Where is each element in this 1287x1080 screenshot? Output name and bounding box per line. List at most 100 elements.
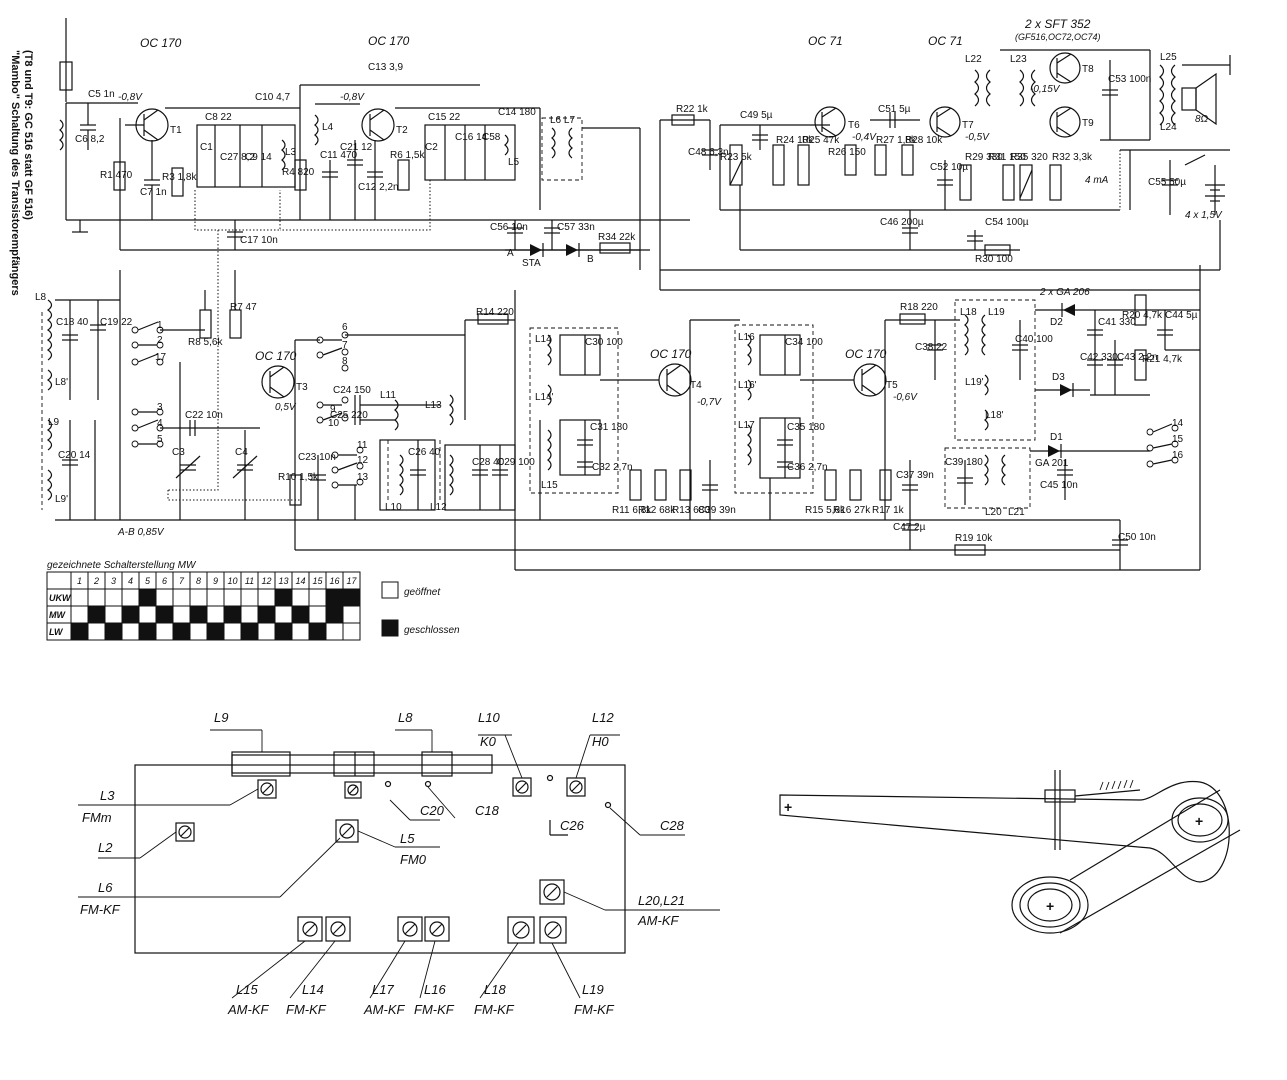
switch-cell-open (291, 622, 310, 641)
switch-col-header: 1 (77, 576, 82, 586)
switch-cell-closed (104, 622, 123, 641)
c15-label: C15 22 (428, 112, 461, 123)
legend-closed-swatch (381, 619, 399, 637)
dial-mark-1: + (784, 799, 792, 815)
switch-cell-closed (308, 622, 327, 641)
switch-cell-open (206, 605, 225, 624)
r27-label: R27 1,8k (876, 135, 917, 146)
label-l10-sub: K0 (480, 734, 497, 749)
c43-label: C43 2,2n (1117, 352, 1158, 363)
r14-label: R14 220 (476, 307, 514, 318)
c3-label: C3 (172, 447, 185, 458)
switch-cell-open (121, 622, 140, 641)
label-l20-l21: L20,L21 (638, 893, 685, 908)
diodes-label: 2 x GA 206 (1039, 287, 1090, 298)
trimmer-l17 (397, 916, 423, 942)
transistor-t4 (658, 363, 692, 397)
label-l16-sub: FM-KF (414, 1002, 455, 1017)
switch-col-header: 8 (196, 576, 201, 586)
diode-d2-label: D2 (1050, 317, 1063, 328)
transistor-t9 (1049, 106, 1081, 138)
l8p-label: L8' (55, 377, 68, 388)
r24-label: R24 10k (776, 135, 814, 146)
c27-label: C27 8,2 (220, 152, 255, 163)
switch-num-10: 10 (328, 418, 340, 429)
l10-label: L10 (385, 502, 402, 513)
switch-group-1 (131, 321, 164, 366)
trimmer-l19 (539, 916, 567, 944)
label-l15: L15 (236, 982, 258, 997)
r23-label: R23 5k (720, 152, 753, 163)
l23-label: L23 (1010, 54, 1027, 65)
r25-label: R25 47k (802, 135, 840, 146)
voltage-9: A-B 0,85V (117, 527, 165, 538)
switch-cell-open (257, 588, 276, 607)
dial-mark-2: + (1195, 813, 1203, 829)
c12-label: C12 2,2n (358, 182, 399, 193)
t6-label: T6 (848, 120, 860, 131)
label-l17: L17 (372, 982, 394, 997)
r17-label: R17 1k (872, 505, 905, 516)
switch-num-16: 16 (1172, 450, 1184, 461)
c26-label: C26 40 (408, 447, 441, 458)
switch-row-label: UKW (49, 593, 72, 603)
switch-cell-open (104, 605, 123, 624)
label-c26: C26 (560, 818, 585, 833)
voltage-5: -0,15V (1030, 84, 1061, 95)
switch-col-header: 2 (93, 576, 99, 586)
switch-cell-closed (223, 605, 242, 624)
c5-label: C5 1n (88, 89, 115, 100)
r22-label: R22 1k (676, 104, 709, 115)
r10-label: R10 1,5k (278, 472, 319, 483)
t3-type-label: OC 170 (255, 349, 297, 363)
voltage-4: -0,5V (965, 132, 990, 143)
voltage-6: 0,5V (275, 402, 297, 413)
transistor-t6 (814, 106, 846, 138)
label-l12: L12 (592, 710, 614, 725)
c13-label: C13 3,9 (368, 62, 403, 73)
switch-col-header: 15 (312, 576, 323, 586)
c55-label: C55 50µ (1148, 177, 1186, 188)
voltage-3: -0,4V (852, 132, 877, 143)
drum-large (1171, 797, 1229, 843)
switch-num-3: 3 (157, 402, 163, 413)
trimmer-l2 (175, 822, 195, 842)
switch-num-17: 17 (155, 352, 167, 363)
switch-table-corner (46, 571, 72, 590)
c14-label: C14 180 (498, 107, 536, 118)
switch-cell-open (223, 622, 242, 641)
r30-label: R30 100 (975, 254, 1013, 265)
c2-label: C2 (425, 142, 438, 153)
c32-label: C32 2,7n (592, 462, 633, 473)
c17-label: C17 10n (240, 235, 278, 246)
c47-label: C47 2µ (893, 522, 926, 533)
switch-group-4 (316, 396, 349, 424)
label-l5-sub: FM0 (400, 852, 427, 867)
label-l3-sub: FMm (82, 810, 112, 825)
side-title-line2: (T8 und T9: GC 516 statt GF 516) (22, 50, 34, 220)
c19-label: C19 22 (100, 317, 133, 328)
switch-cell-closed (325, 588, 344, 607)
switch-col-header: 7 (179, 576, 185, 586)
middle-section-wiring (41, 270, 1200, 571)
switch-cell-closed (206, 622, 225, 641)
switch-cell-open (189, 622, 208, 641)
transistor-t3 (261, 365, 295, 399)
switch-group-3 (316, 331, 349, 372)
trimmer-l10 (512, 777, 532, 797)
switch-cell-closed (172, 622, 191, 641)
switch-col-header: 5 (145, 576, 151, 586)
l12-label: L12 (430, 502, 447, 513)
battery-label: 4 x 1,5V (1185, 210, 1223, 221)
c28-label: C28 40 (472, 457, 505, 468)
board-labels: L9 L8 L10 K0 L12 H0 L3 FMm L2 C20 C18 C2… (80, 710, 685, 1017)
switch-cell-open (172, 588, 191, 607)
voltage-8: -0,6V (893, 392, 918, 403)
label-l10: L10 (478, 710, 500, 725)
switch-num-15: 15 (1172, 434, 1184, 445)
r15-label: R15 5,6k (805, 505, 846, 516)
l9p-label: L9' (55, 494, 68, 505)
c22-label: C22 10n (185, 410, 223, 421)
